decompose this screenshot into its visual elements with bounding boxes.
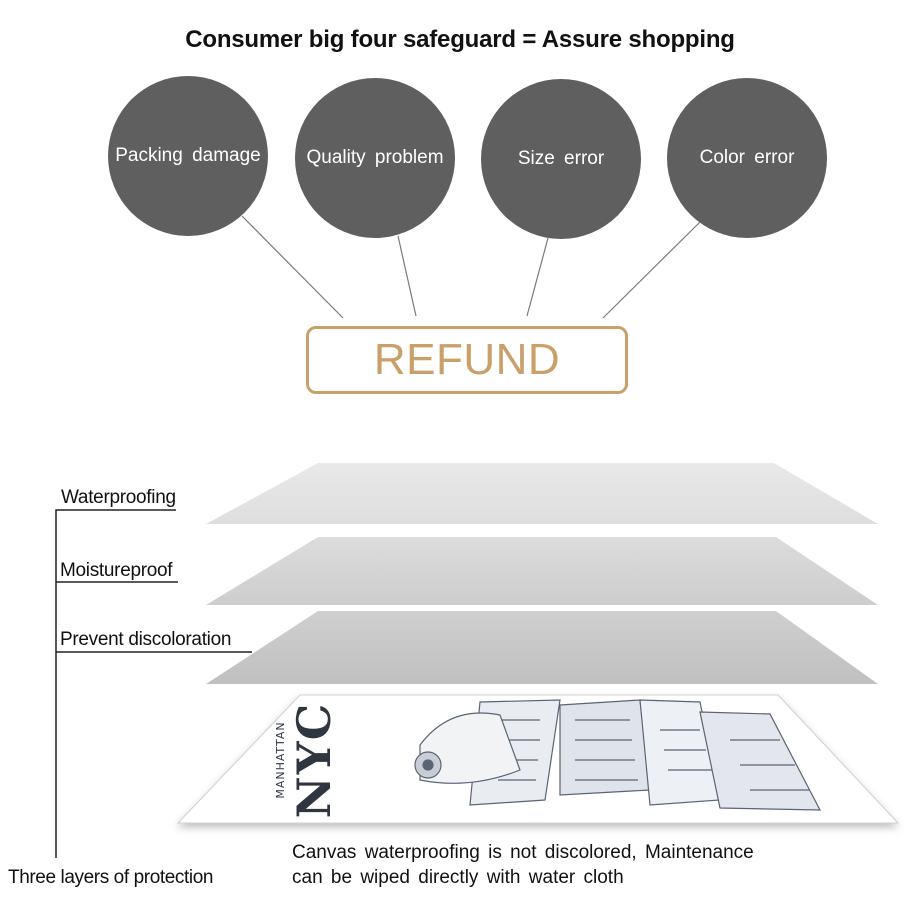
- bracket-line: [55, 509, 176, 858]
- canvas-print: NYC MANHATTAN: [176, 694, 900, 824]
- canvas-caption: Canvas waterproofing is not discolored, …: [292, 840, 754, 890]
- safeguard-label: Quality problem: [306, 147, 444, 168]
- layer-sheet-moistureproof: [206, 537, 878, 605]
- safeguard-label: Packing damage: [115, 145, 261, 166]
- layer-sheet-prevent-discoloration: [206, 611, 878, 684]
- refund-box: REFUND: [306, 326, 628, 394]
- city-sketch: [414, 699, 821, 811]
- bracket-label: Three layers of protection: [8, 867, 214, 888]
- safeguard-circle-size-error: Size error: [481, 79, 641, 239]
- safeguard-label: Color error: [699, 147, 795, 168]
- safeguard-circle-color-error: Color error: [667, 78, 827, 238]
- safeguard-label: Size error: [517, 148, 605, 169]
- page-title: Consumer big four safeguard = Assure sho…: [185, 26, 735, 53]
- refund-label: REFUND: [373, 335, 561, 384]
- nyc-text: NYC: [287, 702, 341, 819]
- layer-sheet-waterproofing: [206, 463, 878, 524]
- nyc-lettering: NYC MANHATTAN: [274, 702, 341, 819]
- safeguard-circle-quality-problem: Quality problem: [295, 78, 455, 238]
- caption-line-1: Canvas waterproofing is not discolored, …: [292, 842, 754, 863]
- layer-label-moistureproof: Moistureproof: [60, 560, 173, 581]
- layer-label-prevent-discoloration: Prevent discoloration: [60, 629, 232, 650]
- layer-label-waterproofing: Waterproofing: [61, 487, 176, 508]
- safeguard-circle-packing-damage: Packing damage: [108, 76, 268, 236]
- caption-line-2: can be wiped directly with water cloth: [292, 867, 624, 888]
- manhattan-text: MANHATTAN: [274, 721, 287, 798]
